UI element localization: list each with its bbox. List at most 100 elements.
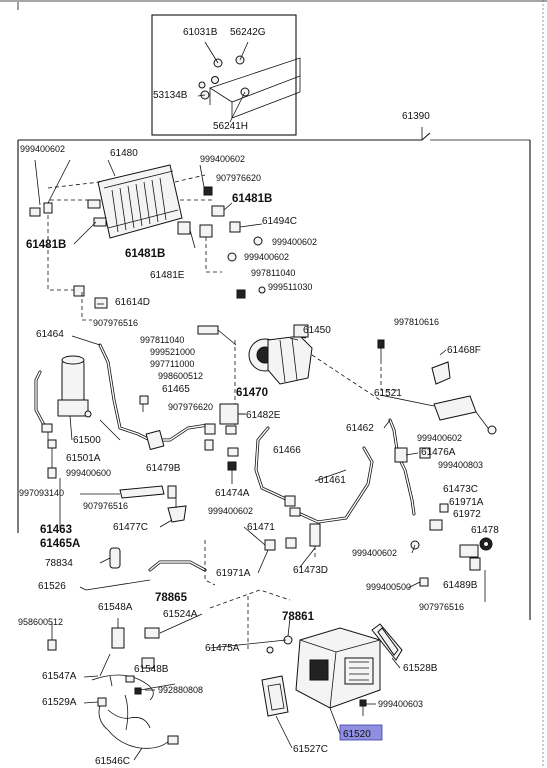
part-label-61463: 61463 [40,524,72,536]
part-label-61450: 61450 [303,325,331,336]
part-label-61482e: 61482E [246,410,281,421]
left-fittings [29,159,108,321]
part-label-61526: 61526 [38,581,66,592]
part-label-907976516: 907976516 [419,602,464,612]
part-label-61478: 61478 [471,525,499,536]
part-label-61524a: 61524A [163,609,198,620]
part-label-999400602: 999400602 [417,433,462,443]
part-label-61474a: 61474A [215,488,250,499]
part-label-61529a: 61529A [42,697,77,708]
part-label-999400602: 999400602 [272,237,317,247]
part-label-61468f: 61468F [447,345,481,356]
part-label-999400602: 999400602 [244,252,289,262]
part-label-997711000: 997711000 [150,359,194,369]
part-label-907976620: 907976620 [216,173,261,183]
tube-parts [85,540,216,591]
part-label-992880808: 992880808 [158,685,203,695]
switch-fittings [177,164,266,299]
part-label-999400600: 999400600 [66,468,111,478]
part-label-61466: 61466 [273,445,301,456]
wiring-harness [47,618,179,749]
part-label-907976620: 907976620 [168,402,213,412]
part-label-999400500: 999400500 [366,582,411,592]
highlight-61520 [339,724,383,741]
part-label-61972: 61972 [453,509,481,520]
part-label-61464: 61464 [36,329,64,340]
part-label-999400602: 999400602 [208,506,253,516]
assembly-bracket [17,127,531,620]
condenser-part [47,164,212,239]
part-label-61500: 61500 [73,435,101,446]
part-label-61520: 61520 [343,729,371,740]
part-label-999400603: 999400603 [378,699,423,709]
brackets-right [377,339,497,435]
part-label-61481b: 61481B [26,239,66,251]
part-label-61547a: 61547A [42,671,77,682]
part-label-958600512: 958600512 [18,617,63,627]
expansion-valve [219,403,245,435]
part-label-907976516: 907976516 [93,318,138,328]
part-label-61548a: 61548A [98,602,133,613]
part-label-61465: 61465 [162,384,190,395]
part-label-999400803: 999400803 [438,460,483,470]
part-label-998600512: 998600512 [158,371,203,381]
part-label-61479b: 61479B [146,463,181,474]
part-label-907976516: 907976516 [83,501,128,511]
part-label-997811040: 997811040 [140,335,184,345]
evaporator-unit [209,589,403,717]
part-label-56241h: 56241H [213,121,248,132]
part-label-78861: 78861 [282,611,315,623]
part-label-61971a: 61971A [216,568,251,579]
part-number-labels: 61031B 56242G 53134B 56241H 61390 999400602 61… [18,27,499,767]
part-label-61489b: 61489B [443,580,478,591]
part-label-999400602: 999400602 [200,154,245,164]
part-label-61031b: 61031B [183,27,218,38]
part-label-61528b: 61528B [403,663,438,674]
liquid-line-hoses [98,325,239,457]
part-label-61548b: 61548B [134,664,169,675]
part-label-999400602: 999400602 [352,548,397,558]
part-label-61501a: 61501A [66,453,101,464]
discharge-hose [264,446,374,560]
part-label-61390: 61390 [402,111,430,122]
leader-lines [47,159,447,761]
part-label-78834: 78834 [45,558,73,569]
part-label-61481b: 61481B [232,193,272,205]
part-label-999511030: 999511030 [268,282,312,292]
part-label-61480: 61480 [110,148,138,159]
part-label-61614d: 61614D [115,297,150,308]
part-label-61475a: 61475A [205,643,240,654]
part-label-61465a: 61465A [40,538,80,550]
compressor-part [234,324,381,425]
part-label-61476a: 61476A [421,447,456,458]
part-label-61521: 61521 [374,388,402,399]
part-label-61971a: 61971A [449,497,484,508]
part-label-61494c: 61494C [262,216,297,227]
part-label-61546c: 61546C [95,756,130,767]
part-label-61461: 61461 [318,475,346,486]
part-label-997810616: 997810616 [394,317,439,327]
receiver-drier [34,355,92,479]
part-label-61470: 61470 [236,387,268,399]
part-label-53134b: 53134B [153,90,188,101]
part-label-61527c: 61527C [293,744,328,755]
part-label-997093140: 997093140 [19,488,64,498]
part-label-61471: 61471 [247,522,275,533]
part-label-78865: 78865 [155,592,188,604]
detail-inset [151,14,301,136]
part-label-999400602: 999400602 [20,144,65,154]
suction-hose [227,426,296,507]
part-label-61481b: 61481B [125,248,165,260]
idler-parts [459,537,493,602]
part-label-61477c: 61477C [113,522,148,533]
part-label-61473c: 61473C [443,484,478,495]
part-label-56242g: 56242G [230,27,266,38]
part-label-61473d: 61473D [293,565,328,576]
part-label-997811040: 997811040 [251,268,295,278]
part-label-61481e: 61481E [150,270,185,281]
part-label-61462: 61462 [346,423,374,434]
hose-right [388,418,449,587]
part-label-999521000: 999521000 [150,347,195,357]
